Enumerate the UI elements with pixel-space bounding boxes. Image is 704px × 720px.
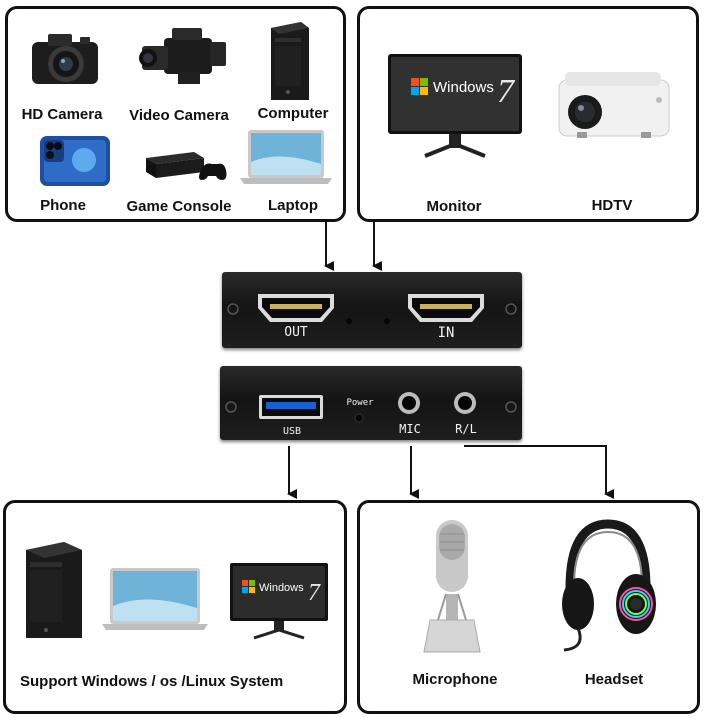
hdmi-out-label: OUT xyxy=(284,325,308,340)
source-label-game-console: Game Console xyxy=(126,198,232,215)
rl-label: R/L xyxy=(455,422,477,436)
phone-icon xyxy=(40,136,110,186)
display-label-hdtv: HDTV xyxy=(591,197,633,214)
capture-card-hdmi-face: OUT IN xyxy=(222,272,522,348)
monitor-icon: Windows 7 xyxy=(230,563,328,640)
capture-card-usb-face: USB Power MIC R/L xyxy=(220,366,522,440)
computer-tower-icon xyxy=(26,542,82,638)
source-label-laptop: Laptop xyxy=(268,197,318,214)
screw-icon xyxy=(505,401,517,413)
camera-icon xyxy=(32,34,98,84)
monitor-screen-text: Windows xyxy=(259,582,304,594)
projector-icon xyxy=(558,72,670,138)
source-label-hd-camera: HD Camera xyxy=(21,106,103,123)
monitor-screen-text: Windows xyxy=(433,79,494,96)
hdmi-in-port[interactable] xyxy=(406,292,486,326)
laptop-icon xyxy=(102,568,208,630)
power-label: Power xyxy=(346,398,374,408)
source-label-computer: Computer xyxy=(257,105,329,122)
led-indicator xyxy=(384,318,390,324)
hdmi-out-port[interactable] xyxy=(256,292,336,326)
audio-label-headset: Headset xyxy=(584,671,644,688)
laptop-icon xyxy=(240,130,332,184)
usb-port[interactable] xyxy=(258,394,324,420)
audio-label-microphone: Microphone xyxy=(412,671,498,688)
game-console-icon xyxy=(146,152,227,180)
headset-icon xyxy=(562,519,656,652)
mic-jack[interactable] xyxy=(396,390,422,416)
source-label-video-camera: Video Camera xyxy=(129,107,229,124)
svg-text:7: 7 xyxy=(308,580,321,606)
microphone-icon xyxy=(423,520,481,653)
display-label-monitor: Monitor xyxy=(426,198,482,215)
monitor-icon: Windows 7 xyxy=(388,54,522,158)
svg-text:7: 7 xyxy=(497,73,516,110)
video-camera-icon xyxy=(139,28,226,84)
hdmi-in-label: IN xyxy=(437,325,455,341)
source-label-phone: Phone xyxy=(40,197,86,214)
screw-icon xyxy=(225,401,237,413)
screw-icon xyxy=(505,303,517,315)
systems-caption: Support Windows / os /Linux System xyxy=(20,673,284,690)
mic-label: MIC xyxy=(399,422,421,436)
arrow-rl-to-headset xyxy=(464,445,614,499)
led-indicator xyxy=(346,318,352,324)
usb-label: USB xyxy=(282,426,302,437)
rl-audio-jack[interactable] xyxy=(452,390,478,416)
screw-icon xyxy=(227,303,239,315)
computer-tower-icon xyxy=(271,22,309,100)
power-led xyxy=(354,413,364,423)
